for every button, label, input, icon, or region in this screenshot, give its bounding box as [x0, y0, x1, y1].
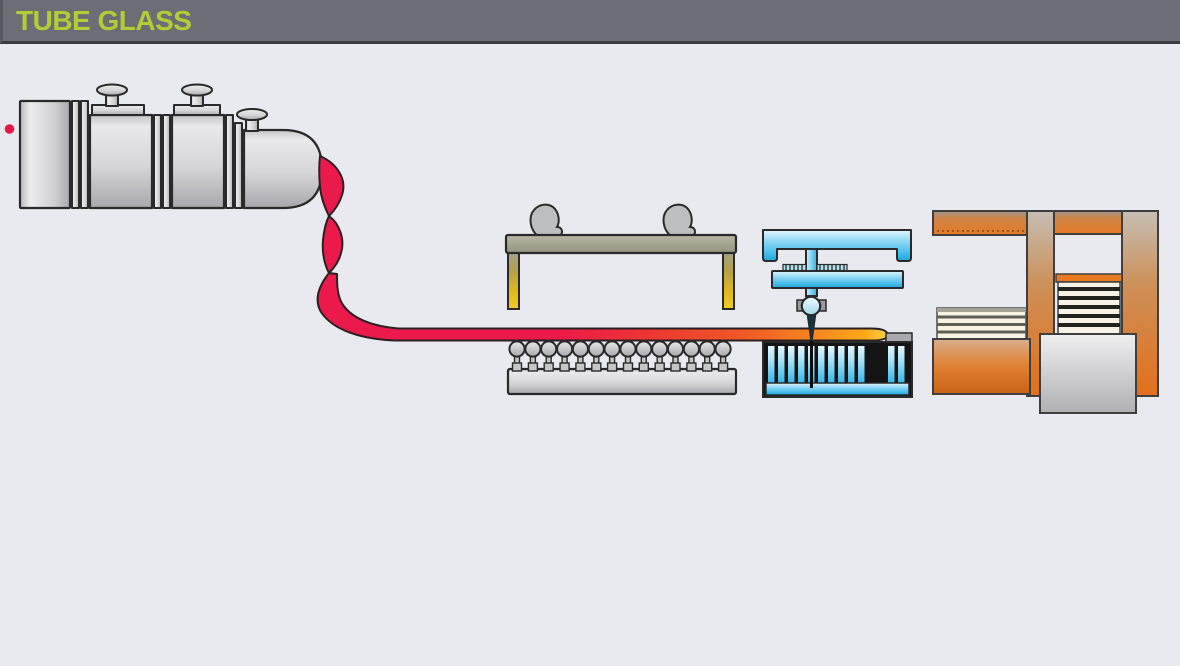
hood-leg: [507, 250, 520, 310]
cutting-station: [762, 229, 913, 398]
vent-cap: [181, 83, 213, 97]
hood-leg: [722, 250, 735, 310]
furnace-divider: [71, 100, 80, 209]
stack-stripe: [1058, 323, 1120, 327]
roller: [619, 340, 637, 372]
slat: [818, 346, 825, 383]
furnace-divider: [153, 114, 162, 209]
furnace-divider: [162, 114, 171, 209]
roller-conveyor: [506, 340, 738, 396]
tube-stack-right: [1055, 273, 1123, 336]
furnace-divider: [225, 114, 234, 209]
furnace-divider: [234, 122, 243, 209]
roller: [556, 340, 574, 372]
page-title: TUBE GLASS: [16, 4, 192, 36]
vent-cap: [236, 108, 268, 121]
vent-cap: [96, 83, 128, 97]
slat: [768, 346, 775, 383]
slat-base-bar: [765, 382, 910, 396]
tube-stack-left: [936, 307, 1027, 340]
conveyor-base: [506, 367, 738, 396]
stack-stripe: [937, 330, 1026, 334]
roller: [666, 340, 685, 372]
roller: [651, 340, 669, 372]
furnace-divider: [80, 100, 89, 209]
roller: [540, 340, 558, 372]
cutter-crossbar: [771, 270, 904, 289]
slat: [838, 346, 845, 383]
slat: [828, 346, 835, 383]
diagram-canvas: [0, 44, 1180, 661]
slat: [848, 346, 855, 383]
stack-stripe: [1058, 314, 1120, 318]
roller: [508, 340, 526, 372]
ball-joint: [800, 295, 822, 317]
furnace-left-block: [18, 99, 72, 210]
slat: [778, 346, 785, 383]
slat: [798, 346, 805, 383]
furnace-round-end: [242, 128, 324, 210]
conveyor-rollers: [508, 340, 732, 372]
stack-stripe: [1058, 305, 1120, 309]
roller: [571, 340, 589, 372]
collection-box: [1039, 333, 1137, 414]
melting-furnace: [18, 83, 324, 210]
hood-burner: [662, 203, 696, 237]
stack-stripe: [937, 323, 1026, 326]
ribbon-twist: [321, 215, 344, 274]
furnace-section: [88, 113, 154, 210]
slat: [898, 346, 905, 383]
roller: [714, 340, 732, 372]
roller: [524, 340, 542, 372]
cutter-top-rail: [762, 229, 912, 262]
hood-burner: [529, 203, 563, 237]
stack-stripe: [1058, 287, 1120, 291]
slat: [788, 346, 795, 383]
stack-stripe: [937, 315, 1026, 319]
packing-station: [932, 210, 1159, 414]
hood-top-bar: [504, 233, 738, 255]
ribbon-twist: [318, 155, 345, 217]
slat: [858, 346, 865, 383]
slat-conveyor: [762, 332, 913, 398]
furnace-vents: [91, 83, 268, 132]
roller: [682, 340, 700, 372]
slat: [888, 346, 895, 383]
furnace-section: [170, 113, 226, 210]
stack-top-band: [937, 308, 1026, 312]
frame-top-bar-mid: [1053, 210, 1125, 235]
pedestal: [932, 338, 1031, 395]
ridge-teeth: [785, 265, 845, 270]
roller: [635, 340, 653, 372]
roller: [587, 340, 605, 372]
stack-shelf: [1055, 273, 1123, 283]
process-indicator-dot: [4, 124, 15, 134]
molten-glass-ribbon: [316, 155, 889, 342]
title-bar: TUBE GLASS: [0, 0, 1180, 44]
stack-stripe: [1058, 296, 1120, 300]
roller: [603, 340, 621, 372]
cutting-blade: [806, 314, 817, 345]
process-diagram: [4, 83, 1159, 414]
roller: [698, 340, 716, 372]
forming-hood: [504, 203, 738, 310]
